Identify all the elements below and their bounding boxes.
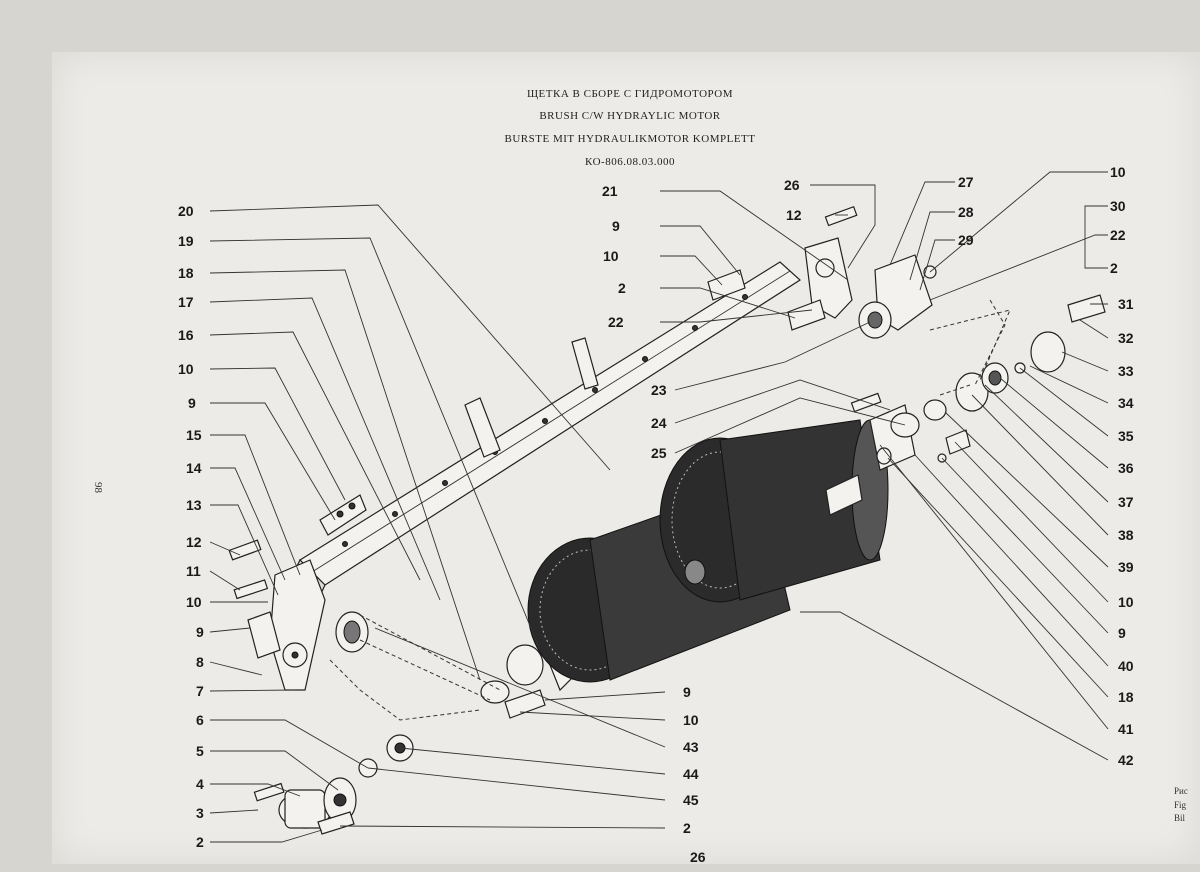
callout-9c: 9	[612, 218, 620, 234]
callout-36: 36	[1118, 460, 1134, 476]
callout-2d: 2	[683, 820, 691, 836]
callout-32: 32	[1118, 330, 1134, 346]
callout-9d: 9	[1118, 625, 1126, 641]
callout-2b: 2	[618, 280, 626, 296]
callout-10d: 10	[1110, 164, 1126, 180]
title-english: BRUSH C/W HYDRAYLIC MOTOR	[539, 110, 721, 122]
title-german: BURSTE MIT HYDRAULIKMOTOR KOMPLETT	[504, 133, 756, 145]
callout-41: 41	[1118, 721, 1134, 737]
callout-4: 4	[196, 776, 204, 792]
callout-19: 19	[178, 233, 194, 249]
callout-12b: 12	[786, 207, 802, 223]
callout-37: 37	[1118, 494, 1134, 510]
callout-45: 45	[683, 792, 699, 808]
callouts-bottom-center: 9 10 43 44 45 2 26	[683, 684, 706, 865]
callout-25: 25	[651, 445, 667, 461]
callout-33: 33	[1118, 363, 1134, 379]
callout-9: 9	[188, 395, 196, 411]
top-right-bracket	[707, 205, 937, 339]
callout-5: 5	[196, 743, 204, 759]
left-bracket-assembly	[228, 494, 367, 691]
callout-14: 14	[186, 460, 202, 476]
callout-16: 16	[178, 327, 194, 343]
edge-text-fig-de: Bil	[1174, 813, 1186, 823]
callout-7: 7	[196, 683, 204, 699]
callouts-left: 20 19 18 17 16 10 9 15 14 13 12 11 10 9 …	[178, 203, 204, 850]
callout-10b: 10	[186, 594, 202, 610]
part-code: КО-806.08.03.000	[585, 156, 675, 168]
callout-20: 20	[178, 203, 194, 219]
callout-22b: 22	[1110, 227, 1126, 243]
callout-42: 42	[1118, 752, 1134, 768]
callout-24: 24	[651, 415, 667, 431]
callout-26-bottom: 26	[690, 849, 706, 865]
callout-43: 43	[683, 739, 699, 755]
callout-9e: 9	[683, 684, 691, 700]
manual-sheet	[52, 52, 1200, 864]
callout-17: 17	[178, 294, 194, 310]
callout-34: 34	[1118, 395, 1134, 411]
callout-30: 30	[1110, 198, 1126, 214]
callout-9b: 9	[196, 624, 204, 640]
callout-10: 10	[178, 361, 194, 377]
callout-8: 8	[196, 654, 204, 670]
callout-13: 13	[186, 497, 202, 513]
edge-text-fig-ru: Рис	[1174, 786, 1188, 796]
callout-21: 21	[602, 183, 618, 199]
callout-40: 40	[1118, 658, 1134, 674]
callouts-mid: 23 24 25	[651, 382, 667, 461]
callout-3: 3	[196, 805, 204, 821]
title-russian: ЩЕТКА В СБОРЕ С ГИДРОМОТОРОМ	[526, 88, 734, 100]
brush-rollers	[527, 419, 889, 683]
callout-10f: 10	[683, 712, 699, 728]
callout-26: 26	[784, 177, 800, 193]
callout-15: 15	[186, 427, 202, 443]
callout-2: 2	[196, 834, 204, 850]
callout-2c: 2	[1110, 260, 1118, 276]
callouts-top-center: 21 9 10 2 22 26 12 27 28 29	[602, 174, 974, 330]
callouts-right: 10 30 22 2 31 32 33 34 35 36 37 38 39 10…	[1110, 164, 1134, 768]
callout-29: 29	[958, 232, 974, 248]
leader-lines	[209, 171, 1109, 843]
callout-11: 11	[186, 563, 201, 579]
callout-22: 22	[608, 314, 624, 330]
callout-12: 12	[186, 534, 202, 550]
callout-28: 28	[958, 204, 974, 220]
callout-23: 23	[651, 382, 667, 398]
callout-10c: 10	[603, 248, 619, 264]
callout-27: 27	[958, 174, 974, 190]
callout-44: 44	[683, 766, 699, 782]
callout-31: 31	[1118, 296, 1134, 312]
callout-6: 6	[196, 712, 204, 728]
right-shaft-assembly	[850, 294, 1106, 471]
callout-35: 35	[1118, 428, 1134, 444]
callout-18: 18	[178, 265, 194, 281]
callout-10e: 10	[1118, 594, 1134, 610]
callout-18b: 18	[1118, 689, 1134, 705]
hydraulic-motor	[253, 734, 414, 835]
callout-39: 39	[1118, 559, 1134, 575]
callout-38: 38	[1118, 527, 1134, 543]
assembly-dashed-lines	[329, 299, 1011, 721]
edge-text-fig-en: Fig	[1174, 800, 1187, 810]
